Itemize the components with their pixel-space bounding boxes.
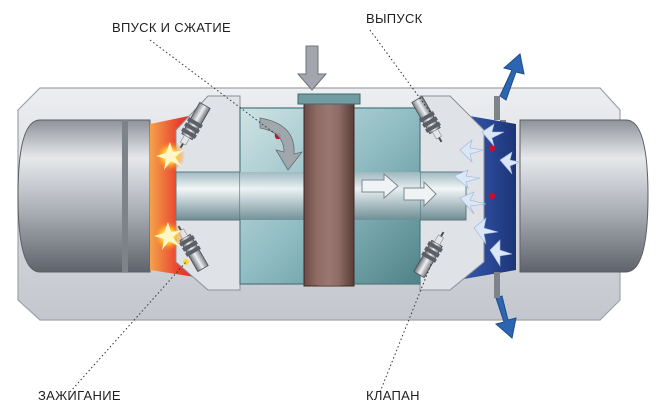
spark-flash-icon [153, 221, 183, 251]
flow-arrow-icon [453, 123, 522, 268]
left-cylinder [17, 119, 151, 273]
rotation-arrow-icon [259, 117, 304, 171]
flow-arrow-icon [403, 180, 437, 208]
leader-line [149, 39, 279, 137]
flow-arrow-icon [361, 172, 399, 200]
leader-line [369, 29, 431, 113]
label-valve: КЛАПАН [366, 388, 420, 403]
label-intake-compression: ВПУСК И СЖАТИЕ [112, 20, 232, 35]
leader-line [379, 261, 433, 393]
right-cylinder [519, 119, 649, 273]
top-port [297, 93, 361, 105]
marker-dot [488, 144, 496, 152]
label-exhaust: ВЫПУСК [366, 11, 423, 26]
label-ignition: ЗАЖИГАНИЕ [38, 388, 121, 403]
spark-flash-icon [155, 141, 185, 171]
leader-line [69, 261, 187, 393]
intake-arrow-icon [296, 45, 328, 91]
exhaust-out-arrow-icon [494, 295, 517, 339]
marker-dot [488, 192, 496, 200]
exhaust-out-arrow-icon [499, 53, 525, 101]
